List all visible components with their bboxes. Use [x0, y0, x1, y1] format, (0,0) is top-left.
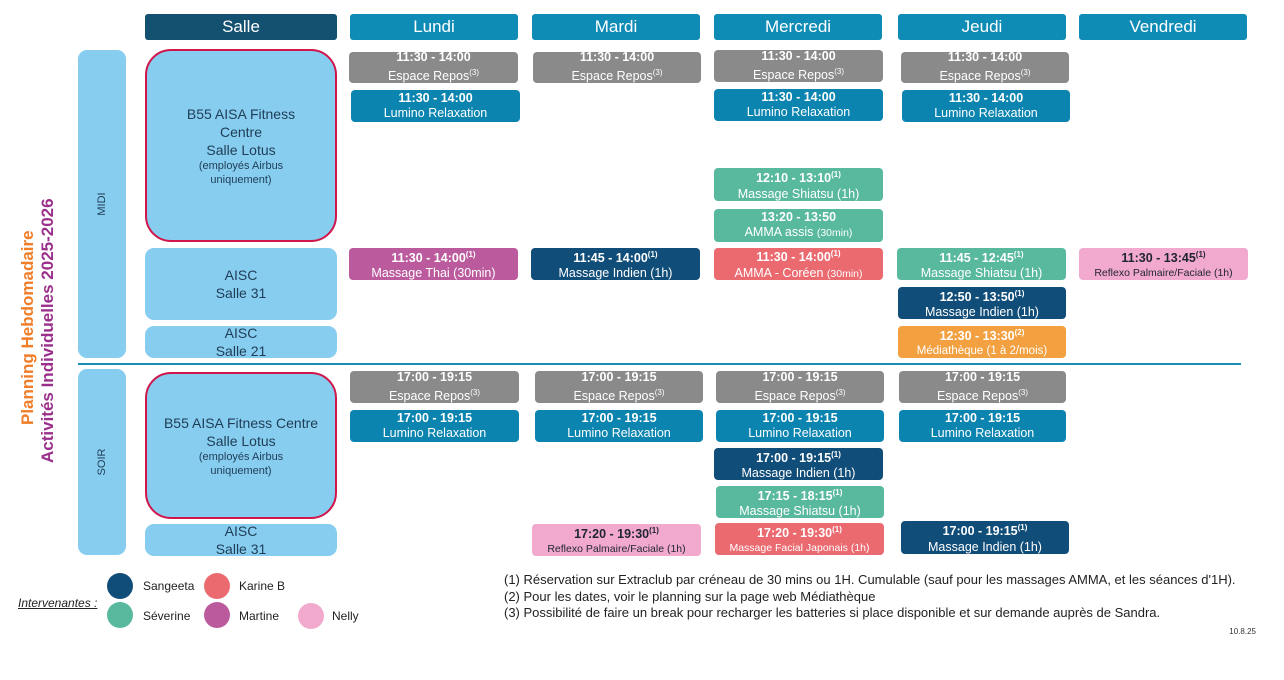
room-line: Salle 31 — [215, 541, 267, 557]
room-line: Salle 31 — [215, 285, 267, 301]
session-lumino-relaxation[interactable]: 17:00 - 19:15 Lumino Relaxation — [899, 410, 1066, 442]
planning-title: Planning Hebdomadaire Activités Individu… — [0, 0, 60, 680]
version-label: 10.8.25 — [1229, 627, 1256, 636]
session-espace-repos[interactable]: 17:00 - 19:15 Espace Repos(3) — [535, 370, 703, 403]
title-line2: Activités Individuelles 2025-2026 — [38, 198, 57, 463]
room-line: Centre — [219, 123, 263, 140]
room-line: B55 AISA Fitness Centre — [163, 414, 319, 431]
legend-name: Séverine — [143, 609, 191, 623]
footnote: (1) Réservation sur Extraclub par crénea… — [504, 572, 1236, 587]
room-b55-midi: B55 AISA Fitness Centre Salle Lotus (emp… — [145, 49, 337, 242]
session-lumino-relaxation[interactable]: 11:30 - 14:00 Lumino Relaxation — [714, 89, 883, 121]
session-espace-repos[interactable]: 17:00 - 19:15 Espace Repos(3) — [350, 370, 519, 403]
session-massage-shiatsu[interactable]: 17:15 - 18:15(1) Massage Shiatsu (1h) — [716, 486, 884, 518]
session-amma-coreen[interactable]: 11:30 - 14:00(1) AMMA - Coréen (30min) — [714, 248, 883, 280]
legend-dot-nelly — [298, 603, 324, 629]
legend-dot-martine — [204, 602, 230, 628]
room-aisc21: AISC Salle 21 — [145, 325, 337, 359]
session-espace-repos[interactable]: 11:30 - 14:00 Espace Repos(3) — [714, 49, 883, 82]
session-lumino-relaxation[interactable]: 11:30 - 14:00 Lumino Relaxation — [351, 90, 520, 122]
session-espace-repos[interactable]: 11:30 - 14:00 Espace Repos(3) — [901, 50, 1069, 84]
room-note: (employés Airbus uniquement) — [198, 159, 284, 186]
room-line: AISC — [224, 325, 258, 341]
header-vendredi: Vendredi — [1079, 14, 1247, 40]
session-espace-repos[interactable]: 11:30 - 14:00 Espace Repos(3) — [533, 50, 701, 84]
session-massage-facial[interactable]: 17:20 - 19:30(1) Massage Facial Japonais… — [715, 523, 884, 555]
session-reflexo[interactable]: 11:30 - 13:45(1) Reflexo Palmaire/Facial… — [1079, 248, 1248, 280]
session-massage-indien[interactable]: 12:50 - 13:50(1) Massage Indien (1h) — [898, 287, 1066, 319]
header-lundi: Lundi — [350, 14, 518, 40]
legend-name: Martine — [239, 609, 280, 623]
session-massage-indien[interactable]: 17:00 - 19:15(1) Massage Indien (1h) — [714, 448, 883, 480]
legend-dot-sangeeta — [107, 573, 133, 599]
session-massage-indien[interactable]: 11:45 - 14:00(1) Massage Indien (1h) — [531, 248, 700, 280]
session-amma-assis[interactable]: 13:20 - 13:50 AMMA assis (30min) — [714, 209, 883, 242]
session-espace-repos[interactable]: 11:30 - 14:00 Espace Repos(3) — [349, 50, 518, 84]
session-lumino-relaxation[interactable]: 17:00 - 19:15 Lumino Relaxation — [350, 410, 519, 442]
room-line: B55 AISA Fitness — [186, 105, 296, 122]
session-massage-shiatsu[interactable]: 11:45 - 12:45(1) Massage Shiatsu (1h) — [897, 248, 1066, 280]
session-reflexo[interactable]: 17:20 - 19:30(1) Reflexo Palmaire/Facial… — [532, 524, 701, 556]
session-mediatheque[interactable]: 12:30 - 13:30(2) Médiathèque (1 à 2/mois… — [898, 326, 1066, 358]
header-jeudi: Jeudi — [898, 14, 1066, 40]
legend-dot-severine — [107, 602, 133, 628]
footnotes: (1) Réservation sur Extraclub par crénea… — [504, 572, 1236, 622]
session-espace-repos[interactable]: 17:00 - 19:15 Espace Repos(3) — [716, 370, 884, 403]
room-line: AISC — [224, 267, 258, 283]
room-aisc31-soir: AISC Salle 31 — [145, 523, 337, 557]
legend-name: Karine B — [239, 579, 286, 593]
room-line: Salle Lotus — [206, 432, 276, 449]
room-line: AISC — [224, 523, 258, 539]
period-soir: SOIR — [78, 369, 126, 555]
legend-name: Nelly — [332, 609, 359, 623]
header-mercredi: Mercredi — [714, 14, 882, 40]
room-line: Salle Lotus — [206, 141, 276, 158]
legend-label: Intervenantes : — [18, 596, 98, 610]
room-b55-soir: B55 AISA Fitness Centre Salle Lotus (emp… — [145, 372, 337, 519]
period-soir-label: SOIR — [96, 448, 108, 476]
legend-name: Sangeeta — [143, 579, 195, 593]
title-line1: Planning Hebdomadaire — [18, 230, 37, 425]
session-massage-indien[interactable]: 17:00 - 19:15(1) Massage Indien (1h) — [901, 521, 1069, 554]
session-lumino-relaxation[interactable]: 11:30 - 14:00 Lumino Relaxation — [902, 90, 1070, 122]
room-line: Salle 21 — [215, 343, 267, 359]
session-espace-repos[interactable]: 17:00 - 19:15 Espace Repos(3) — [899, 370, 1066, 403]
room-aisc31-midi: AISC Salle 31 — [145, 248, 337, 320]
session-lumino-relaxation[interactable]: 17:00 - 19:15 Lumino Relaxation — [716, 410, 884, 442]
header-mardi: Mardi — [532, 14, 700, 40]
legend-dot-karine — [204, 573, 230, 599]
session-massage-shiatsu[interactable]: 12:10 - 13:10(1) Massage Shiatsu (1h) — [714, 168, 883, 201]
footnote: (2) Pour les dates, voir le planning sur… — [504, 588, 876, 604]
period-midi-label: MIDI — [96, 192, 108, 216]
session-lumino-relaxation[interactable]: 17:00 - 19:15 Lumino Relaxation — [535, 410, 703, 442]
session-massage-thai[interactable]: 11:30 - 14:00(1) Massage Thai (30min) — [349, 248, 518, 280]
header-salle: Salle — [145, 14, 337, 40]
period-midi: MIDI — [78, 50, 126, 358]
midi-soir-divider — [78, 363, 1241, 365]
room-note: (employés Airbus uniquement) — [198, 450, 284, 477]
footnote: (3) Possibilité de faire un break pour r… — [504, 605, 1161, 620]
